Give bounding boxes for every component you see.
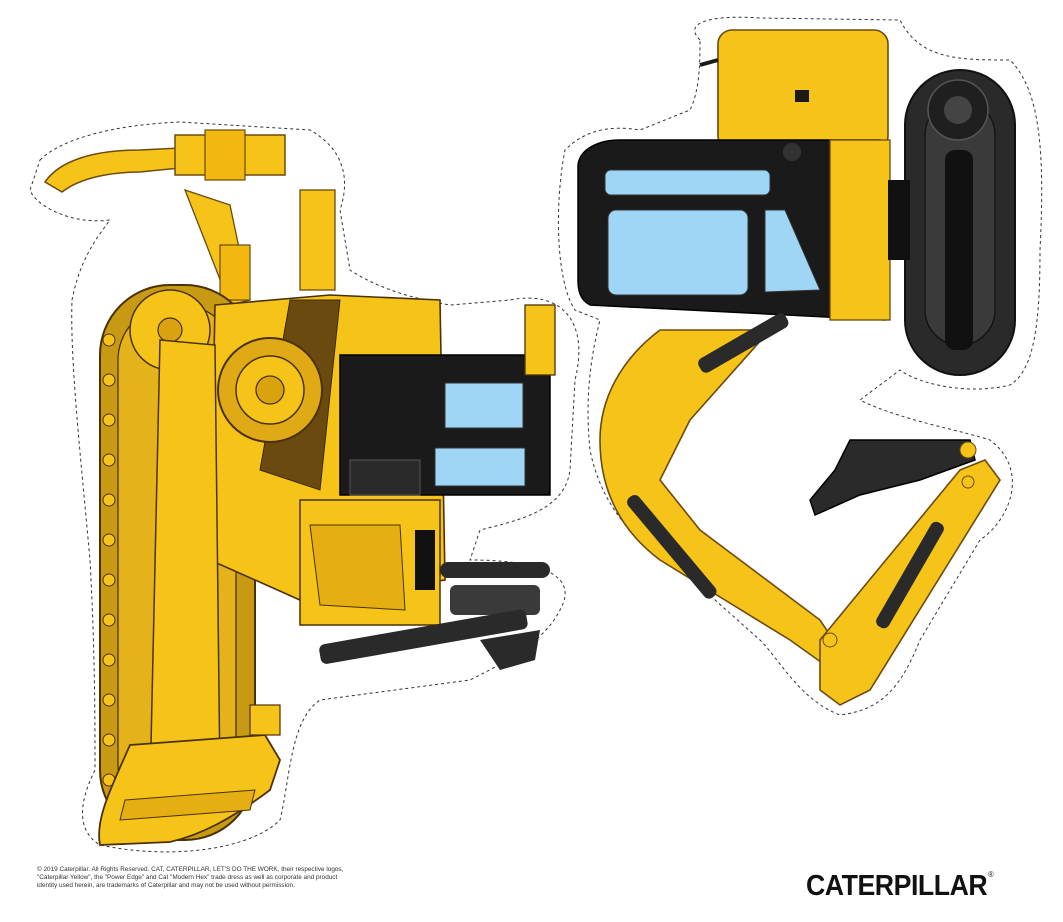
dozer-cab-window-lower bbox=[434, 447, 526, 487]
dozer-exhaust bbox=[440, 562, 550, 578]
dozer-push-arm bbox=[149, 339, 221, 791]
logo-wordmark: CATERPILLAR bbox=[806, 870, 988, 902]
dozer-cutout-icon bbox=[29, 121, 580, 853]
caterpillar-logo: CATERPILLAR® bbox=[806, 870, 994, 903]
excavator-cutout-icon bbox=[557, 16, 1043, 716]
dozer-cab-window-upper bbox=[444, 382, 524, 429]
dozer-track-links bbox=[102, 333, 116, 787]
excavator-stick-cylinder bbox=[876, 521, 944, 629]
legal-notice: © 2019 Caterpillar. All Rights Reserved.… bbox=[37, 866, 557, 890]
excavator-cut-line bbox=[557, 16, 1043, 716]
excavator-window-main bbox=[607, 209, 749, 296]
excavator-window-side bbox=[764, 209, 821, 293]
dozer-ripper bbox=[43, 147, 181, 193]
excavator-boom-cylinder bbox=[698, 313, 789, 373]
legal-line: © 2019 Caterpillar. All Rights Reserved.… bbox=[37, 866, 344, 873]
legal-line: "Caterpillar Yellow", the "Power Edge" a… bbox=[37, 874, 338, 881]
legal-line: identity used herein, are trademarks of … bbox=[37, 882, 295, 889]
dozer-cut-line bbox=[29, 121, 580, 853]
dozer-tilt-cylinder bbox=[319, 609, 528, 664]
excavator-window-top bbox=[604, 169, 771, 196]
registered-mark: ® bbox=[988, 870, 994, 879]
